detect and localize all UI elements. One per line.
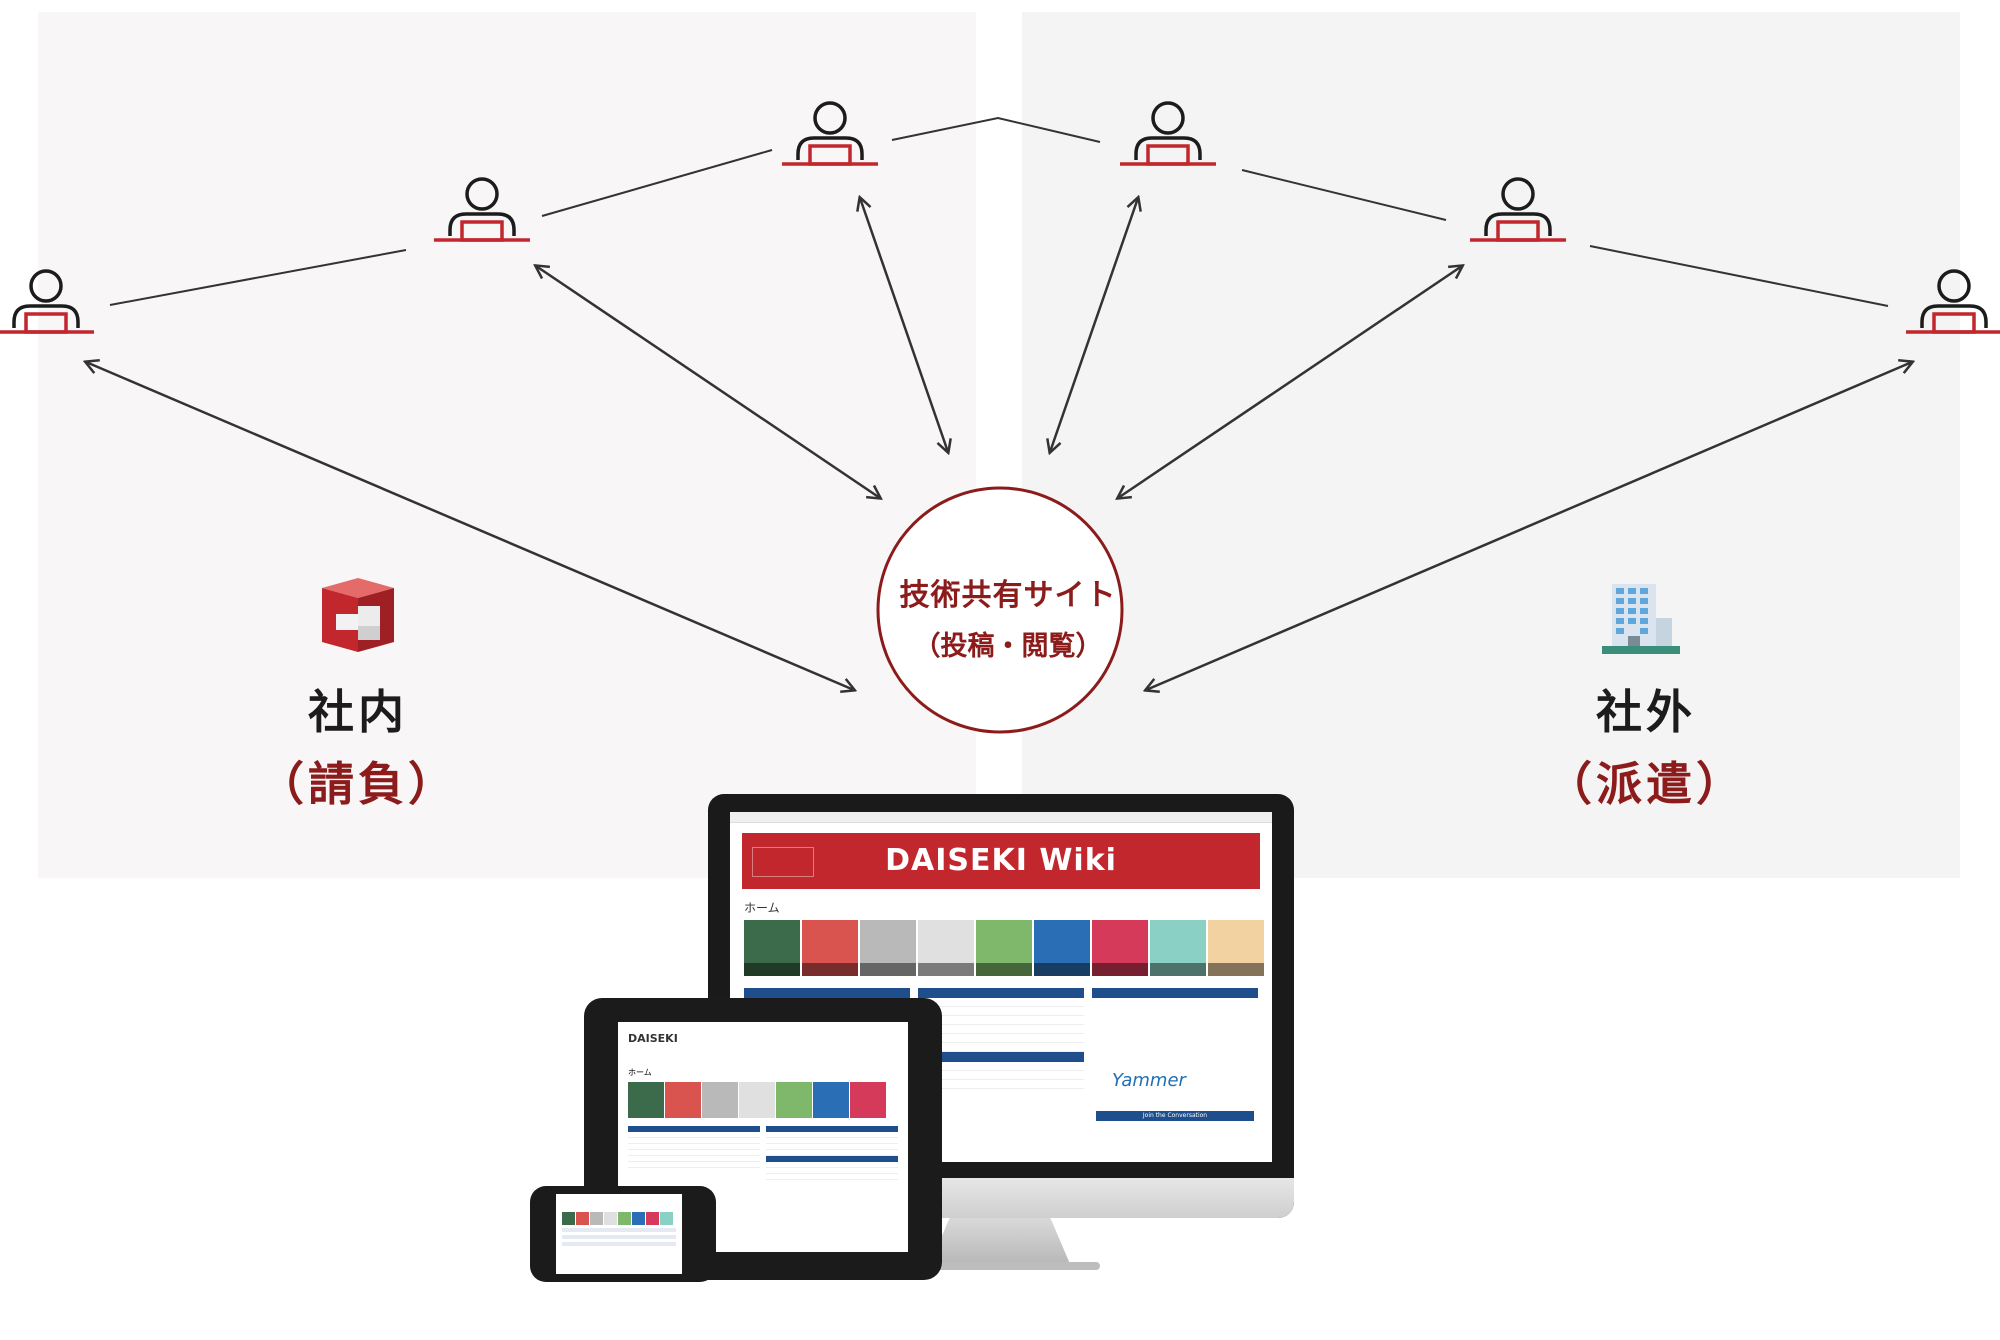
outside-label: 社外 （派遣）	[1496, 676, 1796, 814]
wiki-banner: DAISEKI Wiki	[742, 833, 1260, 889]
yammer-button: Join the Conversation	[1096, 1111, 1254, 1121]
tablet-home-label: ホーム	[628, 1068, 652, 1077]
tile-faq	[1092, 920, 1148, 976]
tablet-columns	[628, 1126, 898, 1180]
tile-pdf	[918, 920, 974, 976]
hub-label: 技術共有サイト （投稿・閲覧）	[868, 570, 1148, 663]
wiki-title: DAISEKI Wiki	[885, 843, 1117, 878]
person-icon	[1468, 177, 1568, 242]
person-icon	[1904, 269, 2000, 334]
yammer-logo: Yammer	[1112, 1070, 1186, 1091]
tablet-logo: DAISEKI	[628, 1032, 678, 1045]
wiki-screenshot-desktop: DAISEKI Wiki ホーム Yammer Join the Convers…	[730, 812, 1272, 1162]
office-building-icon	[1602, 584, 1680, 654]
tile-yammer	[1150, 920, 1206, 976]
person-icon	[1118, 101, 1218, 166]
tile-calculator	[860, 920, 916, 976]
wiki-column	[918, 988, 1084, 1121]
browser-bar	[730, 812, 1272, 823]
tile-row	[744, 920, 1272, 976]
connection-lines	[109, 116, 1889, 307]
daiseki-logo-icon	[752, 847, 814, 877]
home-label: ホーム	[744, 901, 780, 915]
tile-gear	[802, 920, 858, 976]
monitor-base	[900, 1262, 1100, 1270]
person-icon	[432, 177, 532, 242]
monitor-stand	[930, 1218, 1070, 1264]
tablet-tile-row	[628, 1082, 908, 1118]
hub-subtitle: （投稿・閲覧）	[913, 631, 1103, 662]
person-icon	[0, 269, 96, 334]
hub-title: 技術共有サイト	[899, 578, 1117, 613]
person-icon	[780, 101, 880, 166]
tile-network	[1034, 920, 1090, 976]
outside-subtitle: （派遣）	[1546, 757, 1746, 811]
inside-subtitle: （請負）	[258, 757, 458, 811]
hub-circle	[876, 486, 1124, 734]
daiseki-logo-icon	[322, 578, 394, 652]
inside-label: 社内 （請負）	[208, 676, 508, 814]
tile-folder	[976, 920, 1032, 976]
outside-title: 社外	[1596, 685, 1696, 739]
inside-title: 社内	[308, 685, 408, 739]
arrows	[86, 198, 1912, 690]
tile-wiki	[1208, 920, 1264, 976]
tile-topics	[744, 920, 800, 976]
wiki-screenshot-phone	[556, 1194, 682, 1274]
wiki-column: Yammer Join the Conversation	[1092, 988, 1258, 1121]
